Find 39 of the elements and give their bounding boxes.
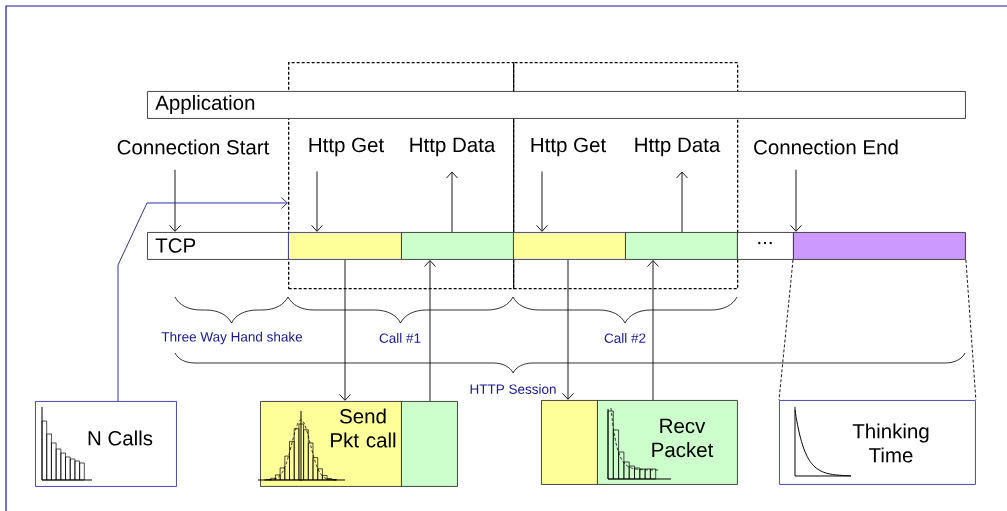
event-label: Http Get: [531, 137, 606, 157]
segment-box: [288, 232, 402, 260]
arrow: [424, 260, 436, 402]
segment-box: [513, 232, 626, 260]
arrow: [536, 171, 548, 232]
event-label: Http Data: [635, 137, 721, 157]
arrow: [676, 171, 688, 233]
event-label: Connection Start: [117, 139, 270, 155]
brace-label: Call #2: [604, 333, 646, 343]
segment-box: [401, 401, 458, 487]
arrow: [790, 169, 802, 232]
zoom-line: [778, 259, 794, 401]
arrow: [562, 259, 574, 400]
layer-bar: TCP: [147, 232, 289, 260]
arrow: [311, 171, 323, 232]
brace-label: Three Way Hand shake: [161, 331, 303, 345]
brace-label: Call #1: [379, 333, 421, 343]
event-label: Http Get: [309, 137, 384, 157]
segment-box: [793, 232, 966, 260]
arrow: [647, 260, 659, 401]
distribution-box: Send Pkt call: [257, 401, 402, 487]
segment-box: ...: [737, 232, 794, 260]
dashed-frame: [288, 62, 515, 290]
layer-bar: Application: [147, 91, 966, 119]
segment-box: [625, 232, 738, 260]
dashed-frame: [513, 62, 739, 290]
brace-label: HTTP Session: [470, 384, 556, 394]
event-label: Connection End: [754, 139, 898, 155]
arrow: [169, 169, 181, 232]
arrow: [117, 197, 288, 402]
segment-box: [541, 400, 598, 485]
arrow: [446, 171, 458, 233]
segment-box: [401, 232, 514, 260]
arrow: [339, 259, 351, 401]
distribution-box: Recv Packet: [597, 400, 738, 485]
distribution-box: Thinking Time: [779, 400, 976, 485]
zoom-line: [965, 259, 977, 401]
distribution-box: N Calls: [35, 401, 177, 487]
event-label: Http Data: [410, 137, 496, 157]
